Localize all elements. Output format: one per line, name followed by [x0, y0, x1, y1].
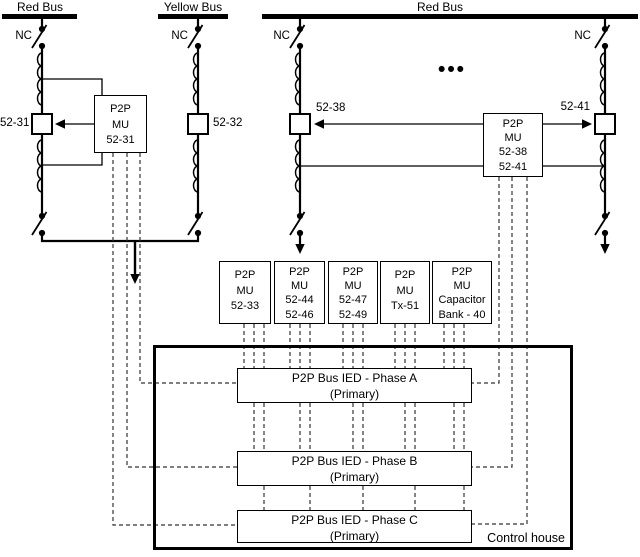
bus-bars: [2, 14, 638, 19]
mu-capacitor-bank-40-box: P2P MU Capacitor Bank - 40: [432, 261, 492, 324]
nc-label-52-32: NC: [171, 30, 188, 42]
mu-capbank-line3: Capacitor: [438, 294, 486, 307]
breaker-52-32-label: 52-32: [213, 117, 243, 129]
breaker-52-38-symbol: [289, 113, 311, 135]
mu-capbank-line1: P2P: [451, 266, 473, 278]
mu-tx-51-line2: MU: [396, 284, 414, 297]
mu-tx-51-line1: P2P: [394, 269, 416, 281]
control-house-label: Control house: [487, 531, 565, 545]
mu-52-38-41-line4: 52-41: [498, 160, 528, 173]
breaker-52-41-symbol: [594, 113, 616, 135]
mu-52-38-41-ct-and-trips: [301, 119, 604, 167]
mu-tx-51-line3: Tx-51: [390, 300, 420, 312]
feeder-52-38: [289, 19, 306, 254]
feeder-52-41: [594, 19, 611, 254]
mu-52-31-line3: 52-31: [106, 134, 135, 146]
mu-52-33-line1: P2P: [234, 269, 256, 281]
mu-52-47-49-line4: 52-49: [338, 308, 368, 321]
nc-label-52-41: NC: [574, 30, 591, 42]
mu-52-44-46-line2: MU: [290, 280, 309, 293]
mu-52-44-46-box: P2P MU 52-44 52-46: [274, 261, 325, 324]
breaker-52-41-label: 52-41: [560, 101, 590, 113]
process-bus-links: [112, 153, 528, 526]
bus-ied-phase-b-box: P2P Bus IED - Phase B (Primary): [237, 451, 472, 486]
yellow-bus-label: Yellow Bus: [163, 0, 223, 14]
mu-52-33-line2: MU: [236, 284, 254, 297]
bus-ied-phase-c-title: P2P Bus IED - Phase C: [291, 513, 418, 527]
mu-capbank-line4: Bank - 40: [438, 308, 486, 321]
bus-ied-phase-c-box: P2P Bus IED - Phase C (Primary): [237, 510, 472, 543]
mu-52-31-box: P2P MU 52-31: [94, 95, 147, 153]
control-house-boundary: [153, 345, 573, 550]
red-bus-right-label: Red Bus: [416, 0, 464, 14]
mu-52-33-box: P2P MU 52-33: [219, 261, 271, 324]
omitted-feeders-ellipsis: •••: [437, 58, 467, 81]
mu-52-44-46-line1: P2P: [289, 266, 310, 278]
mu-52-38-41-line3: 52-38: [498, 146, 528, 159]
bus-ied-phase-c-subtitle: (Primary): [329, 529, 380, 543]
nc-label-52-31: NC: [15, 30, 32, 42]
mu-52-44-46-line4: 52-46: [285, 308, 314, 321]
bus-ied-phase-a-subtitle: (Primary): [329, 387, 380, 401]
nc-label-52-38: NC: [273, 30, 290, 42]
red-bus-left-label: Red Bus: [16, 0, 64, 14]
mu-52-47-49-box: P2P MU 52-47 52-49: [328, 261, 378, 324]
transfer-tie-and-load-arrow: [41, 239, 199, 284]
mu-tx-51-box: P2P MU Tx-51: [380, 261, 430, 324]
mu-52-31-line1: P2P: [110, 103, 131, 115]
breaker-52-32-symbol: [187, 113, 209, 135]
mu-52-47-49-line1: P2P: [342, 266, 364, 278]
mu-52-44-46-line3: 52-44: [285, 294, 314, 307]
mu-52-38-41-line2: MU: [504, 132, 522, 145]
mu-52-33-line3: 52-33: [230, 300, 260, 312]
bus-ied-phase-a-box: P2P Bus IED - Phase A (Primary): [237, 368, 472, 403]
mu-52-47-49-line2: MU: [344, 280, 362, 293]
bus-ied-phase-b-title: P2P Bus IED - Phase B: [291, 454, 418, 468]
breaker-52-31-symbol: [31, 113, 53, 135]
bus-ied-phase-a-title: P2P Bus IED - Phase A: [291, 371, 418, 385]
mu-52-31-line2: MU: [111, 118, 130, 131]
mu-52-38-41-box: P2P MU 52-38 52-41: [483, 113, 543, 177]
mu-52-47-49-line3: 52-47: [338, 294, 368, 307]
breaker-52-31-label: 52-31: [0, 117, 30, 129]
mu-capbank-line2: MU: [453, 280, 471, 293]
breaker-52-38-label: 52-38: [316, 102, 346, 114]
bus-ied-phase-b-subtitle: (Primary): [329, 470, 380, 484]
mu-52-38-41-line1: P2P: [502, 118, 524, 130]
